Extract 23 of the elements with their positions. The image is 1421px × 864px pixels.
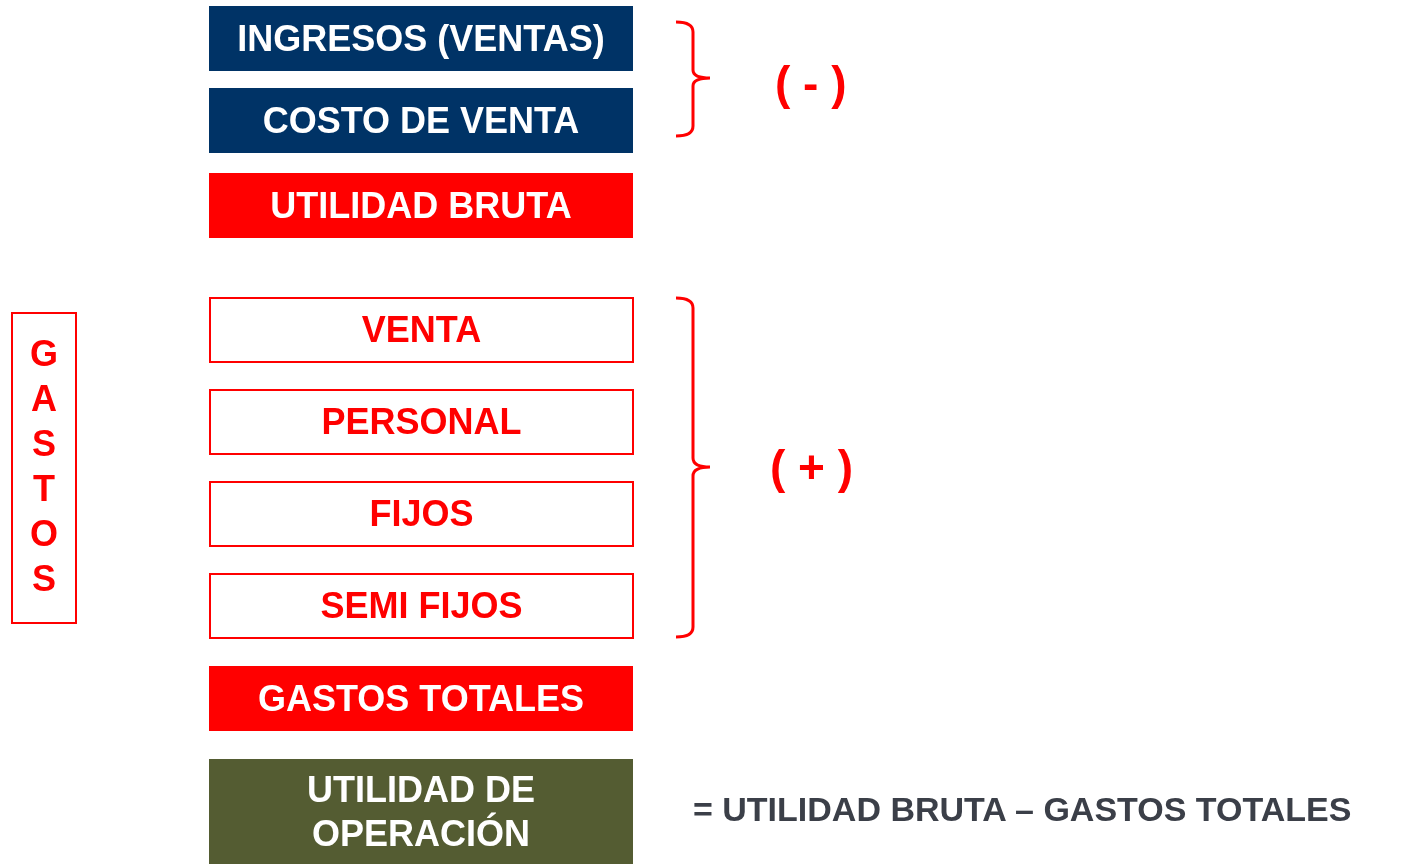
item-box — [209, 481, 634, 547]
result-bar — [209, 173, 633, 238]
box-label: INGRESOS (VENTAS) — [237, 16, 605, 61]
box-label: VENTA — [361, 308, 482, 352]
group-box — [11, 312, 77, 624]
box-label: UTILIDAD DE OPERACIÓN — [306, 768, 536, 855]
header-bar — [209, 6, 633, 71]
item-box — [209, 389, 634, 455]
operator-sign: ( - ) — [775, 56, 847, 110]
item-box — [209, 573, 634, 639]
box-label: COSTO DE VENTA — [262, 98, 580, 143]
box-label: PERSONAL — [321, 400, 522, 444]
operator-sign: ( + ) — [770, 440, 854, 494]
box-label: SEMI FIJOS — [320, 584, 523, 628]
box-label: GASTOS TOTALES — [257, 676, 584, 721]
header-bar — [209, 88, 633, 153]
vertical-label: GASTOS — [22, 333, 66, 603]
box-label: FIJOS — [369, 492, 474, 536]
formula-text: = UTILIDAD BRUTA – GASTOS TOTALES — [693, 789, 1352, 829]
result-bar — [209, 666, 633, 731]
box-label: UTILIDAD BRUTA — [270, 183, 572, 228]
result-bar — [209, 759, 633, 864]
item-box — [209, 297, 634, 363]
